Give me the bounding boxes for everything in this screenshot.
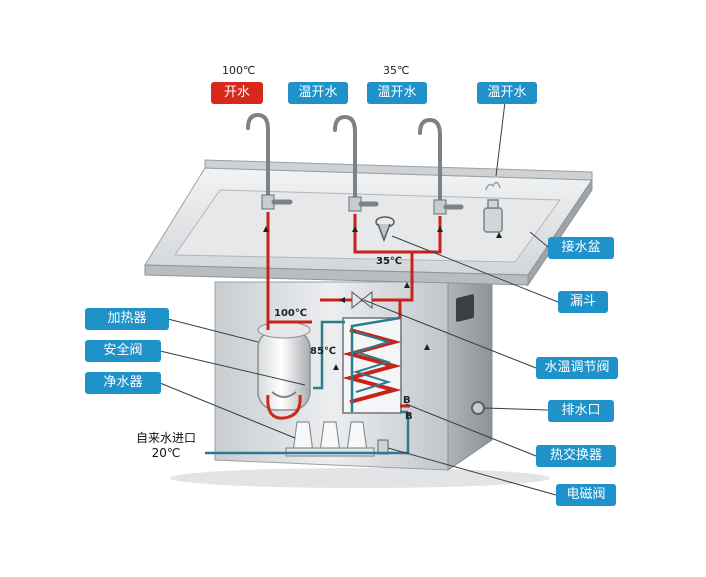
label-funnel: 漏斗: [558, 291, 608, 313]
faucet-3: [418, 117, 464, 215]
leader-basin: [529, 231, 549, 248]
exchanger-coil: [342, 328, 402, 404]
leader-faucet-4: [495, 101, 506, 177]
leader-heat-exchanger: [405, 403, 537, 457]
counter-back-rim: [204, 159, 593, 181]
inline-temp-85: 85℃: [310, 346, 337, 357]
leader-mixing-valve: [363, 299, 537, 369]
funnel: [375, 216, 395, 243]
leader-funnel: [391, 235, 559, 303]
side-vent: [456, 294, 474, 322]
heater-tank: [257, 321, 311, 420]
inlet-label-line2: 20℃: [151, 446, 181, 460]
leader-purifier: [159, 382, 296, 439]
label-heater: 加热器: [85, 308, 169, 330]
label-drain: 排水口: [548, 400, 614, 422]
label-hot-water: 开水: [211, 82, 263, 104]
inlet-label: 自来水进口 20℃: [118, 431, 214, 461]
mixing-valve: [351, 290, 373, 310]
flow-arrows: [263, 226, 502, 370]
inlet-label-line1: 自来水进口: [135, 431, 196, 445]
valve-marker-b2: B: [405, 411, 413, 422]
leader-lines: [159, 101, 559, 496]
leader-solenoid-valve: [387, 447, 557, 496]
leader-heater: [167, 318, 259, 343]
label-purifier: 净水器: [85, 372, 161, 394]
exchanger-inner-coil: [352, 331, 392, 393]
temp-warm: 35℃: [383, 64, 410, 77]
label-warm-water-3: 温开水: [477, 82, 537, 104]
faucet-1: [246, 112, 293, 210]
leader-drain: [483, 407, 549, 411]
label-mixing-valve: 水温调节阀: [536, 357, 618, 379]
label-warm-water-2: 温开水: [367, 82, 427, 104]
label-heat-exchanger: 热交换器: [536, 445, 616, 467]
faucet-2: [333, 114, 379, 212]
inline-temp-100: 100℃: [274, 308, 307, 319]
temp-hot: 100℃: [222, 64, 256, 77]
label-warm-water-1: 温开水: [288, 82, 348, 104]
counter-side-edge: [527, 178, 593, 287]
label-solenoid-valve: 电磁阀: [556, 484, 616, 506]
floor-shadow: [170, 468, 550, 488]
leader-safety-valve: [159, 350, 306, 386]
label-safety-valve: 安全阀: [85, 340, 161, 362]
purifier-cartridges: [285, 421, 375, 457]
valve-marker-b1: B: [403, 395, 411, 406]
inline-temp-35: 35℃: [376, 256, 403, 267]
drain-port: [471, 401, 485, 415]
faucet-4-spout: [483, 181, 503, 233]
label-basin: 接水盆: [548, 237, 614, 259]
cold-water-pipes: [205, 316, 410, 455]
